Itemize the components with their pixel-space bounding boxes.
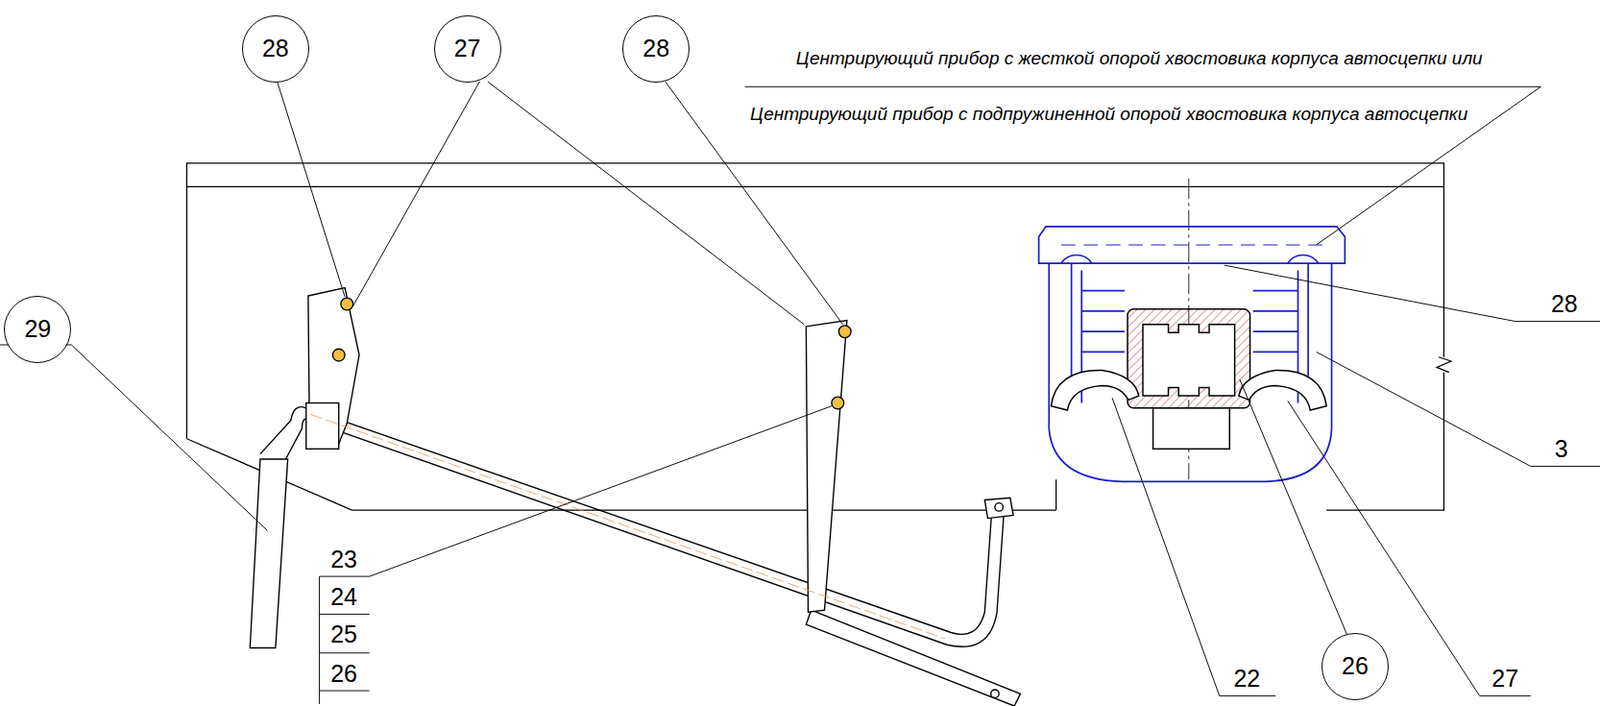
- callout-circle: 27: [434, 15, 502, 83]
- callout-label: 27: [1491, 665, 1519, 693]
- callout-label: 25: [330, 621, 358, 649]
- callout-number: 28: [642, 35, 670, 63]
- note-text: Центрирующий прибор с подпружиненной опо…: [750, 104, 1468, 125]
- callout-circle: 28: [242, 15, 310, 83]
- callout-circle: 28: [622, 15, 690, 83]
- callout-label: 23: [330, 546, 358, 574]
- callout-number: 27: [454, 35, 482, 63]
- callout-label: 28: [1551, 290, 1578, 318]
- callout-label: 3: [1554, 436, 1569, 463]
- callout-label: 26: [330, 660, 358, 688]
- callout-number: 26: [1341, 653, 1369, 680]
- note-text: Центрирующий прибор с жесткой опорой хво…: [796, 48, 1483, 70]
- callout-circle: 29: [3, 295, 72, 364]
- callout-label: 24: [330, 583, 358, 611]
- callout-circle: 26: [1321, 632, 1389, 701]
- callout-number: 29: [24, 315, 51, 343]
- callout-number: 28: [262, 35, 290, 63]
- callout-label: 22: [1233, 665, 1261, 693]
